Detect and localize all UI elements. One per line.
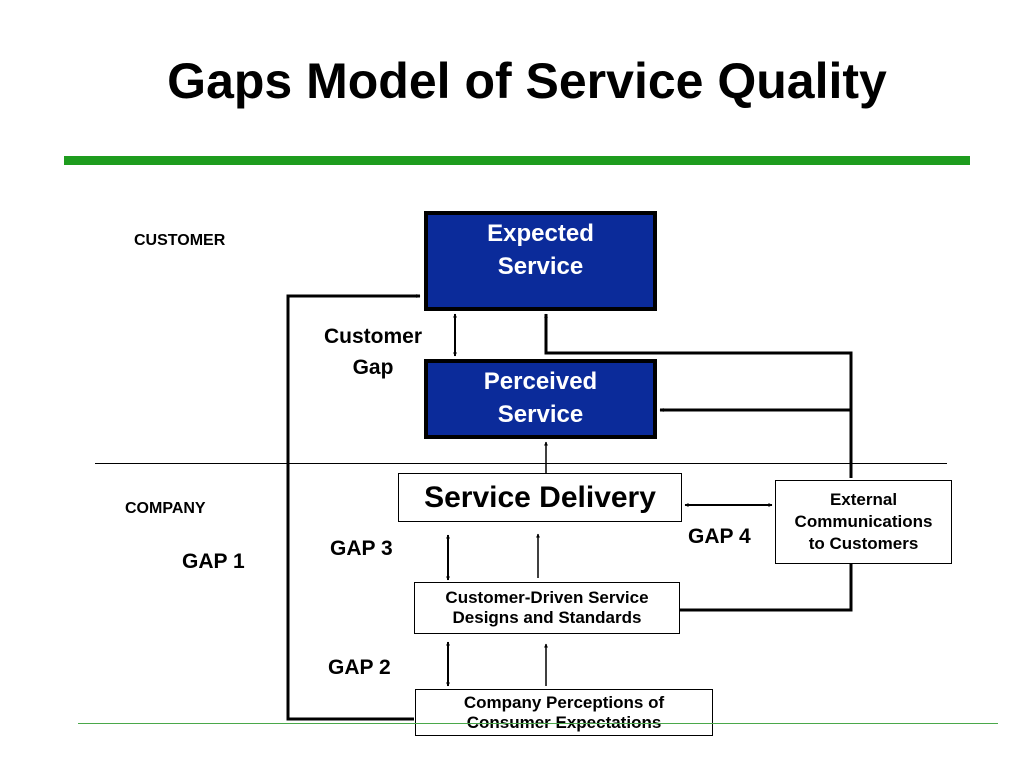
service-delivery-box: Service Delivery xyxy=(398,473,682,522)
company-perceptions-box: Company Perceptions of Consumer Expectat… xyxy=(415,689,713,736)
external-communications-box: External Communications to Customers xyxy=(775,480,952,564)
company-section-label: COMPANY xyxy=(125,500,206,517)
gap4-label: GAP 4 xyxy=(688,525,751,548)
perceived-service-box: Perceived Service xyxy=(424,359,657,439)
gap3-label: GAP 3 xyxy=(330,537,393,560)
expected-service-box: Expected Service xyxy=(424,211,657,311)
external-to-expected-connector xyxy=(544,313,853,478)
external-to-designs-connector xyxy=(680,564,853,612)
title-underline xyxy=(64,156,970,165)
gap1-connector xyxy=(286,294,421,721)
designs-standards-box: Customer-Driven Service Designs and Stan… xyxy=(414,582,680,634)
customer-gap-label: Customer Gap xyxy=(323,325,423,379)
gap2-label: GAP 2 xyxy=(328,656,391,679)
gap1-label: GAP 1 xyxy=(182,550,245,573)
page-title: Gaps Model of Service Quality xyxy=(167,53,887,109)
customer-section-label: CUSTOMER xyxy=(134,232,226,249)
footer-rule xyxy=(78,723,998,724)
customer-company-divider xyxy=(95,463,947,464)
